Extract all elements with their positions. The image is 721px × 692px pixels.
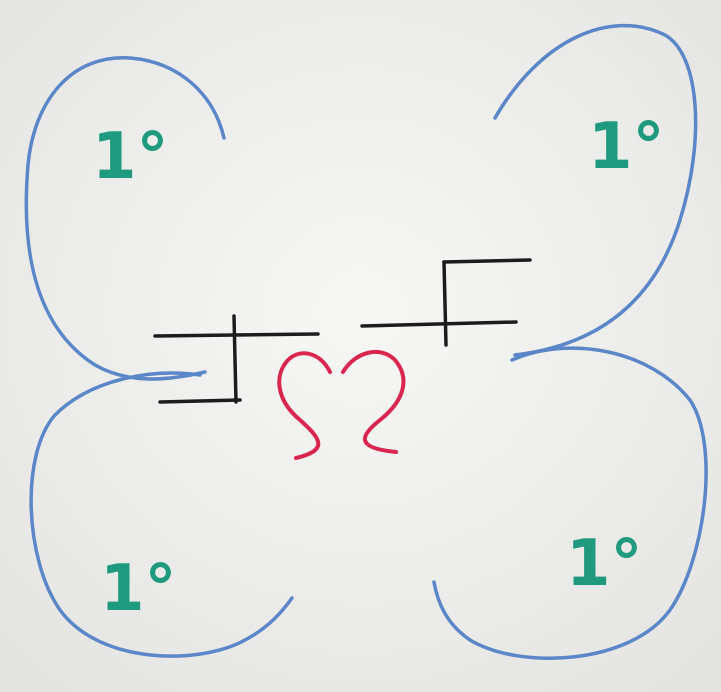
junction-right-top <box>442 258 532 264</box>
heart-right-half <box>341 350 406 454</box>
junction-left-horizontal <box>153 332 320 338</box>
loop-labels: 1° 1° 1° 1° <box>92 110 665 626</box>
loop-top-left <box>24 56 226 381</box>
junction-left-bottom <box>158 398 242 404</box>
loop-bottom-left <box>29 371 294 658</box>
junction-right-vertical <box>442 260 448 347</box>
loop-label-bottom-left: 1° <box>100 552 177 626</box>
junction-left-vertical <box>232 314 238 404</box>
loop-label-bottom-right: 1° <box>566 527 643 601</box>
loop-bottom-right <box>432 346 708 660</box>
junction-group <box>153 258 532 404</box>
loop-label-top-left: 1° <box>92 120 169 194</box>
junction-right-horizontal <box>360 320 518 328</box>
loop-top-right <box>493 23 698 357</box>
heart-symbol <box>277 350 406 460</box>
loop-label-top-right: 1° <box>588 110 665 184</box>
heart-left-half <box>277 351 332 460</box>
loop-group <box>24 23 708 660</box>
